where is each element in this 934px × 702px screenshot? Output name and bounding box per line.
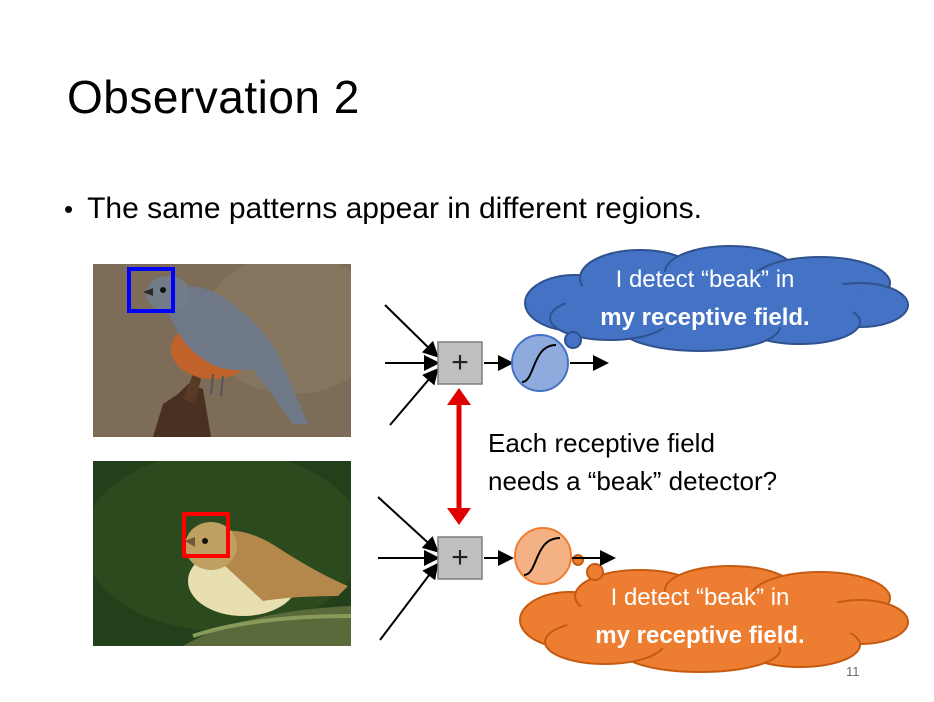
cloud-bottom-line1: I detect “beak” in [610, 584, 790, 611]
sigmoid-curve-top [521, 344, 557, 383]
bird-image-bottom [93, 461, 351, 646]
plus-symbol-top: + [451, 346, 469, 379]
cloud-top [524, 245, 909, 358]
red-detection-box [182, 512, 230, 558]
slide-title: Observation 2 [67, 71, 360, 123]
sigmoid-curve-bottom [523, 537, 561, 576]
cloud-bottom-text: I detect “beak” in my receptive field. [555, 579, 845, 655]
cloud-top-line2: my receptive field. [600, 304, 810, 331]
bird-image-top [93, 264, 351, 437]
red-double-arrow [447, 388, 471, 525]
cloud-bottom-line2: my receptive field. [595, 622, 805, 649]
page-number: 11 [846, 664, 860, 679]
plus-symbol-bottom: + [451, 541, 469, 574]
sum-box-bottom [437, 536, 483, 580]
neuron-bottom [514, 527, 572, 585]
cloud-top-text: I detect “beak” in my receptive field. [560, 261, 850, 337]
bullet-item: • The same patterns appear in different … [64, 192, 702, 226]
neuron-top [511, 334, 569, 392]
bullet-icon: • [64, 193, 74, 224]
sum-box-top [437, 341, 483, 385]
blue-detection-box [127, 267, 175, 313]
middle-line2: needs a “beak” detector? [488, 466, 778, 496]
bullet-text: The same patterns appear in different re… [87, 192, 702, 225]
middle-question: Each receptive field needs a “beak” dete… [488, 424, 777, 500]
middle-line1: Each receptive field [488, 428, 715, 458]
cloud-top-line1: I detect “beak” in [615, 266, 795, 293]
cloud-bottom [519, 554, 909, 673]
